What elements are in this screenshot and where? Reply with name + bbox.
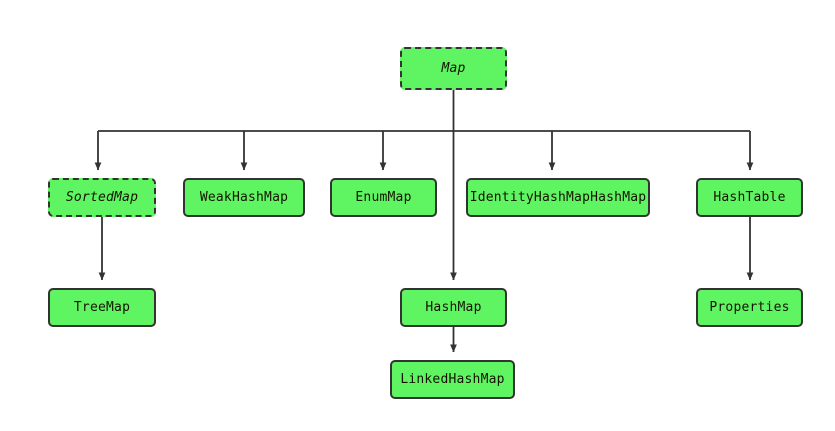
node-hashtable[interactable]: HashTable xyxy=(696,178,803,217)
node-treemap[interactable]: TreeMap xyxy=(48,288,156,327)
node-identityhashmap[interactable]: IdentityHashMapHashMap xyxy=(466,178,650,217)
node-label-weakhashmap: WeakHashMap xyxy=(199,190,289,205)
node-label-properties: Properties xyxy=(709,300,790,315)
node-label-enummap: EnumMap xyxy=(355,190,412,205)
node-properties[interactable]: Properties xyxy=(696,288,803,327)
node-label-sortedmap: SortedMap xyxy=(65,190,139,205)
node-linkedhashmap[interactable]: LinkedHashMap xyxy=(390,360,515,399)
node-map[interactable]: Map xyxy=(400,47,507,90)
node-weakhashmap[interactable]: WeakHashMap xyxy=(183,178,305,217)
node-label-treemap: TreeMap xyxy=(73,300,131,315)
node-hashmap[interactable]: HashMap xyxy=(400,288,507,327)
node-enummap[interactable]: EnumMap xyxy=(330,178,437,217)
node-label-identityhashmap: IdentityHashMapHashMap xyxy=(469,190,647,205)
node-sortedmap[interactable]: SortedMap xyxy=(48,178,156,217)
node-label-hashtable: HashTable xyxy=(713,190,786,205)
node-label-map: Map xyxy=(441,61,466,76)
node-label-hashmap: HashMap xyxy=(425,300,482,315)
node-label-linkedhashmap: LinkedHashMap xyxy=(400,372,505,387)
